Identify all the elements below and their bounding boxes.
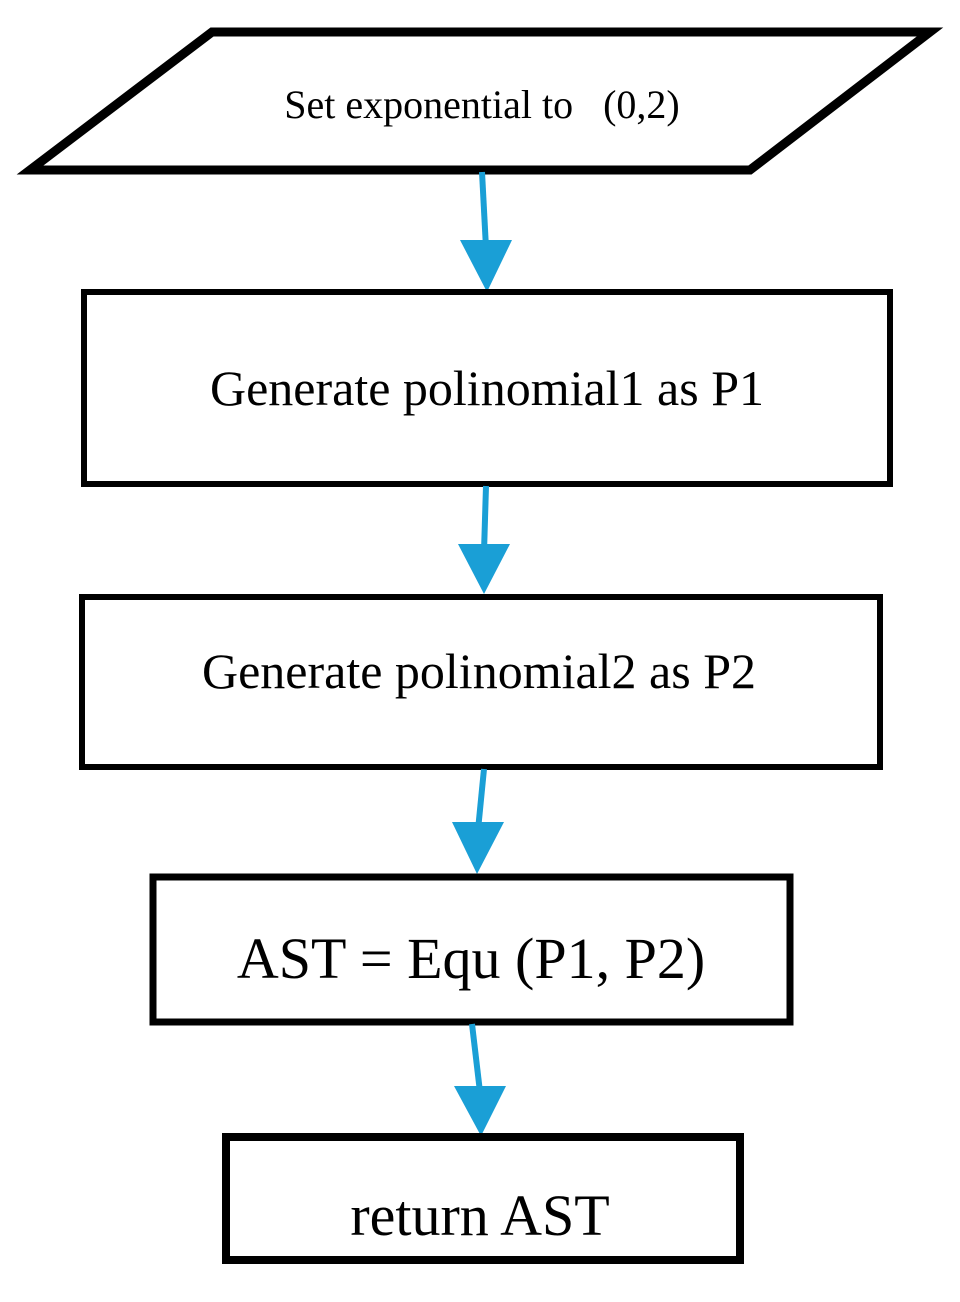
step-label-generate-p1: Generate polinomial1 as P1: [210, 360, 764, 416]
step-label-ast-equ: AST = Equ (P1, P2): [237, 926, 705, 991]
arrow-1-head: [460, 240, 512, 292]
step-generate-p1: Generate polinomial1 as P1: [81, 289, 893, 487]
arrow-2-shaft: [481, 485, 489, 553]
step-box-generate-p2: [79, 594, 883, 770]
step-label-generate-p2: Generate polinomial2 as P2: [202, 643, 756, 699]
arrow-4-shaft: [469, 1023, 483, 1093]
step-label-set-exponential: Set exponential to (0,2): [284, 82, 679, 127]
step-box-generate-p1: [81, 289, 893, 487]
arrow-3: [452, 768, 504, 874]
arrow-2: [458, 485, 510, 594]
arrow-2-head: [458, 544, 510, 594]
step-set-exponential: Set exponential to (0,2): [16, 27, 944, 175]
arrow-1-shaft: [479, 171, 489, 249]
step-box-return-ast: [222, 1133, 744, 1264]
step-box-ast-equ: [149, 873, 794, 1026]
arrow-4: [454, 1023, 506, 1136]
arrow-1: [460, 171, 512, 292]
arrow-4-head: [454, 1086, 506, 1136]
step-return-ast: return AST: [222, 1133, 744, 1264]
parallelogram-shape: [16, 27, 944, 175]
step-generate-p2: Generate polinomial2 as P2: [79, 594, 883, 770]
arrow-3-head: [452, 822, 504, 874]
arrow-3-shaft: [475, 768, 487, 831]
step-ast-equ: AST = Equ (P1, P2): [149, 873, 794, 1026]
step-label-return-ast: return AST: [350, 1183, 609, 1248]
